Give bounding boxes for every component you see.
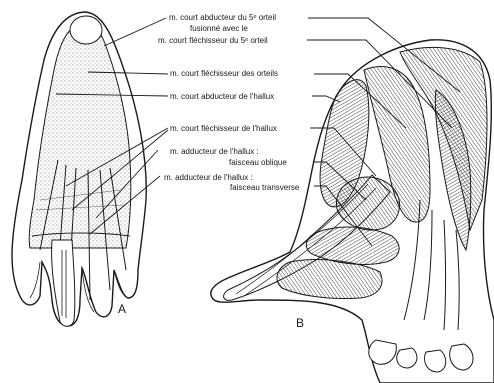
leader-abd5-a: [104, 18, 166, 46]
label-flechisseur-hallux: m. court fléchisseur de l'hallux: [170, 124, 277, 133]
label-fusionne-avec-le: fusionné avec le: [190, 24, 248, 33]
label-abducteur-5e-orteil: m. court abducteur du 5ᵉ orteil: [169, 13, 276, 22]
label-adducteur-hallux-oblique: m. adducteur de l'hallux :: [170, 147, 259, 156]
label-abducteur-hallux: m. court abducteur de l'hallux: [170, 92, 274, 101]
panel-label-a: A: [118, 302, 126, 316]
label-flechisseur-5e-orteil: m. court fléchisseur du 5ᵉ orteil: [158, 36, 268, 45]
label-adducteur-hallux-transverse: m. adducteur de l'hallux :: [164, 173, 253, 182]
panel-label-b: B: [296, 316, 304, 330]
label-flechisseur-orteils: m. court fléchisseur des orteils: [170, 69, 278, 78]
label-faisceau-transverse: faisceau transverse: [230, 183, 299, 192]
foot-plantar-view: [12, 12, 146, 326]
label-faisceau-oblique: faisceau oblique: [229, 158, 287, 167]
heel-cap: [70, 16, 102, 44]
